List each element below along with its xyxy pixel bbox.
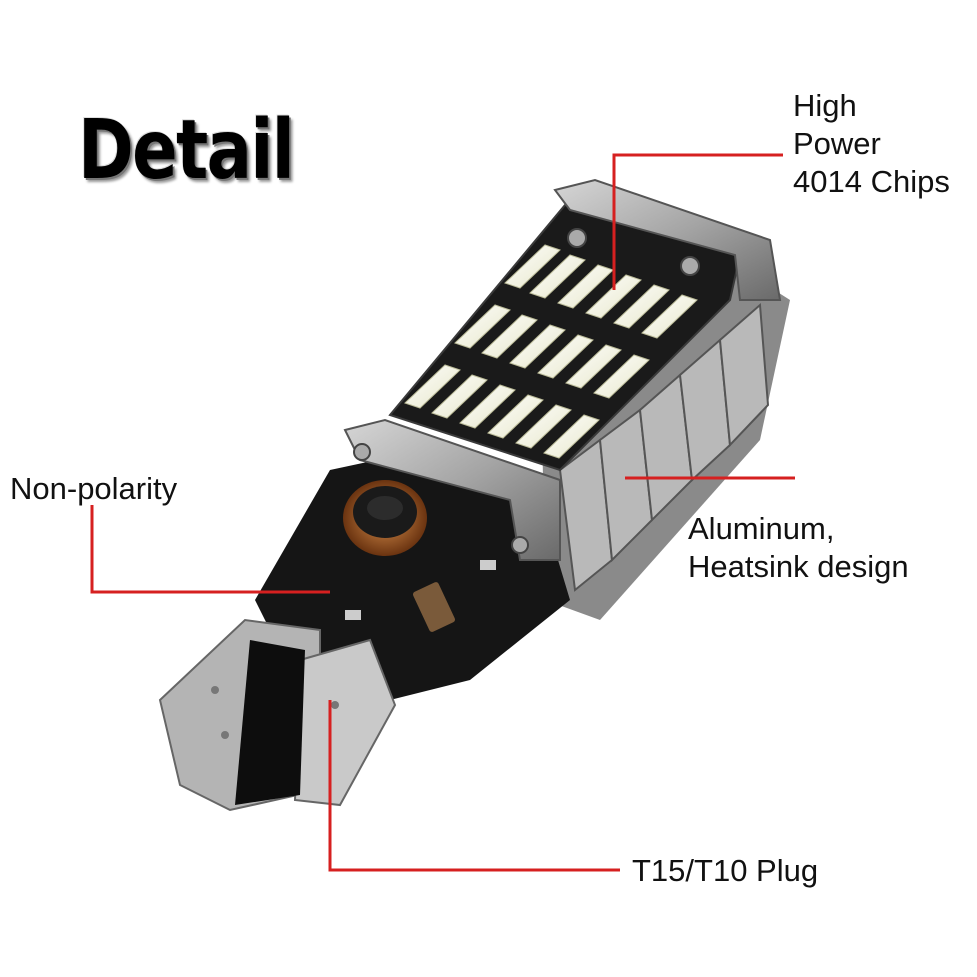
polarity-callout: Non-polarity: [10, 471, 178, 506]
plug-callout: T15/T10 Plug: [632, 853, 819, 888]
plug-base: [158, 618, 397, 812]
led-chip-array: [404, 244, 698, 459]
page-title: Detail: [78, 103, 295, 198]
chips-callout-line2: Power: [793, 126, 881, 161]
chips-callout: High Power 4014 Chips: [793, 87, 950, 201]
leader-lines: [90, 153, 795, 872]
heatsink-callout: Aluminum, Heatsink design: [688, 510, 909, 586]
heatsink-callout-line1: Aluminum,: [688, 511, 835, 546]
chips-callout-line3: 4014 Chips: [793, 164, 950, 199]
led-board: [388, 203, 742, 472]
driver-board: [255, 455, 570, 700]
inductor-coil: [343, 480, 427, 556]
leader-line-plug: [328, 700, 620, 872]
rear-clip: [553, 178, 782, 301]
capacitor: [413, 582, 455, 632]
leader-line-polarity: [90, 505, 330, 594]
front-clip: [343, 418, 561, 561]
chips-callout-line1: High: [793, 88, 857, 123]
leader-line-chips: [612, 153, 783, 290]
heatsink-callout-line2: Heatsink design: [688, 549, 909, 584]
